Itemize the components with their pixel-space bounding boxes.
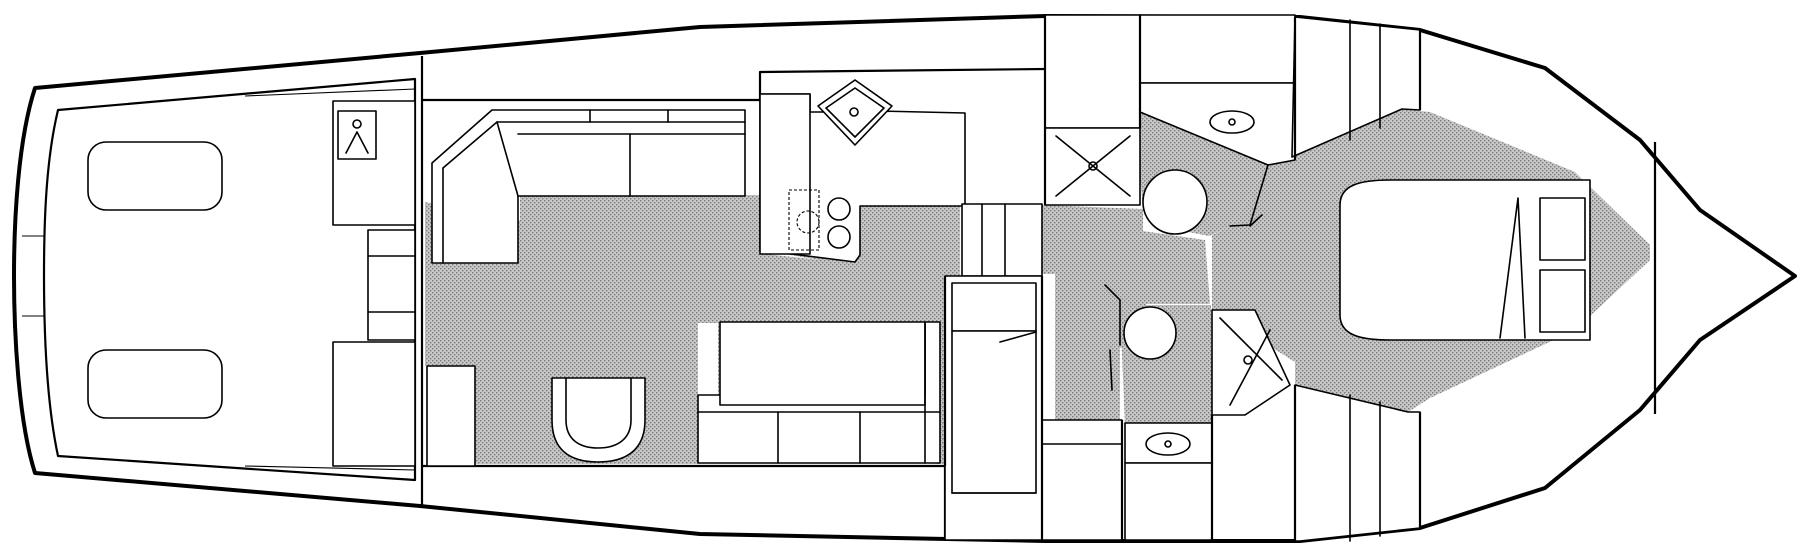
cockpit-hatch-upper [87,141,223,211]
toilet-forward [1142,169,1208,235]
guest-berth-storage [951,282,1037,332]
cockpit-hatch-lower [87,349,223,419]
master-locker-upper [1291,16,1421,158]
cockpit-sink-basin [345,131,369,154]
guest-berth [951,330,1037,494]
master-stateroom [1291,16,1591,542]
guest-locker [1041,419,1123,541]
companionway-steps [961,203,1043,277]
shower-drain-aft [1243,355,1253,365]
cockpit [87,88,416,471]
galley-sink-drain [849,107,859,117]
companionway [961,203,1043,277]
shower-drain-forward [1088,161,1098,171]
stove-burner-1 [827,197,851,221]
cabin-bottom-wall [422,464,947,538]
master-berth-pillow-1 [1539,197,1586,261]
head-aft-locker [1124,462,1213,541]
galley-sink [817,79,893,146]
cockpit-sink-drain [352,119,362,129]
vanity-sink-forward [1209,110,1255,134]
stove-burner-3 [796,210,820,234]
cockpit-sink [337,110,377,160]
stove-burner-2 [827,225,851,249]
cabin-top-wall [422,67,1046,102]
hull-outline [12,14,1797,543]
hull [12,14,1797,543]
partitions [943,15,1297,541]
toilet-aft [1123,306,1177,360]
salon-cabinet [426,365,476,467]
l-shaped-settee [431,109,746,264]
coffee-table [719,321,926,406]
head-forward-locker [1044,14,1141,129]
salon [426,79,966,467]
master-berth [1339,179,1591,341]
master-berth-pillow-2 [1539,269,1586,333]
vanity-sink-aft [1145,432,1191,456]
hull-inner-gunwale [42,77,417,482]
galley-cabinet [759,93,811,255]
head-aft [1104,284,1291,541]
vanity-aft [1124,422,1213,464]
cockpit-locker [332,341,416,467]
head-forward-cabinet-top [1139,14,1296,84]
salon-entry-steps [367,229,416,341]
head-forward [1044,14,1296,235]
